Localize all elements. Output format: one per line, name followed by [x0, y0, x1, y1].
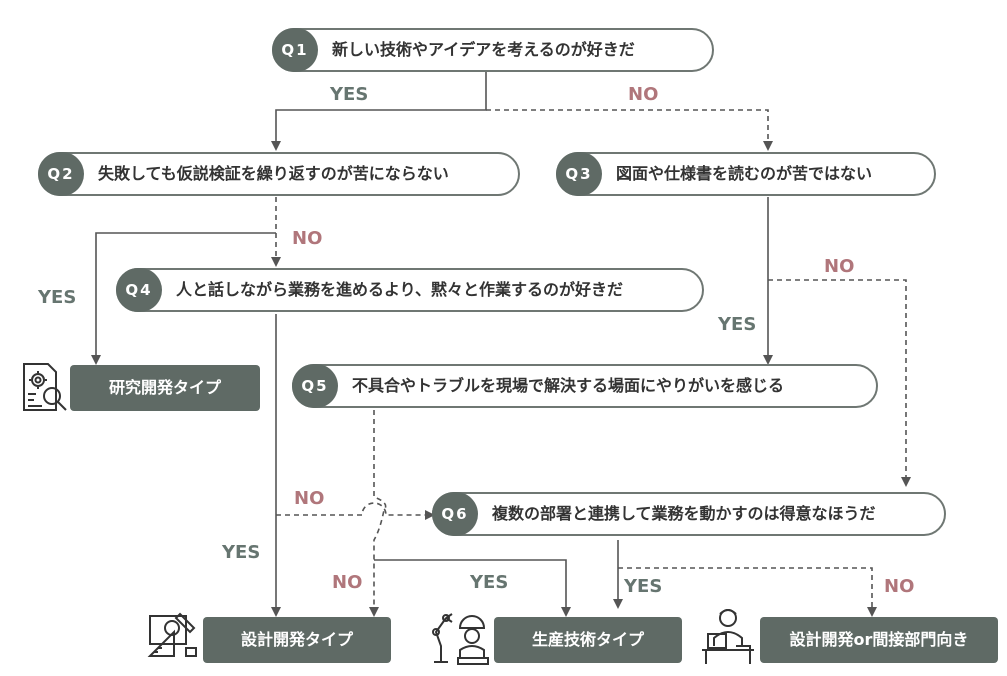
result-research: 研究開発タイプ — [70, 365, 260, 411]
label-q5-no: NO — [332, 572, 363, 593]
research-gear-magnifier-icon — [23, 363, 67, 411]
question-q6: Q6 複数の部署と連携して業務を動かすのは得意なほうだ — [432, 492, 946, 536]
label-q6-no: NO — [884, 576, 915, 597]
result-indirect: 設計開発or間接部門向き — [760, 617, 998, 663]
question-q3: Q3 図面や仕様書を読むのが苦ではない — [556, 152, 936, 196]
result-design: 設計開発タイプ — [203, 617, 391, 663]
drafting-tools-icon — [147, 612, 197, 657]
question-number: Q5 — [292, 364, 338, 408]
label-q4-yes: YES — [222, 542, 261, 563]
question-q1: Q1 新しい技術やアイデアを考えるのが好きだ — [272, 28, 714, 72]
edge-q5-no — [369, 410, 387, 617]
label-q4-no: NO — [294, 488, 325, 509]
question-number: Q6 — [432, 492, 478, 536]
robot-arm-engineer-icon — [432, 613, 489, 665]
edge-q3-no — [768, 279, 911, 487]
question-q5: Q5 不具合やトラブルを現場で解決する場面にやりがいを感じる — [292, 364, 878, 408]
edge-q1-no — [486, 109, 773, 151]
label-q5-yes: YES — [470, 572, 509, 593]
label-q3-yes: YES — [718, 314, 757, 335]
edge-q6-no — [618, 567, 877, 617]
label-q2-yes: YES — [38, 287, 77, 308]
question-text: 人と話しながら業務を進めるより、黙々と作業するのが好きだ — [176, 280, 624, 299]
office-worker-laptop-icon — [702, 609, 754, 664]
question-number: Q3 — [556, 152, 602, 196]
edge-q5-yes — [374, 559, 571, 617]
question-text: 新しい技術やアイデアを考えるのが好きだ — [332, 40, 635, 59]
label-q2-no: NO — [292, 228, 323, 249]
edge-q1-yes — [271, 72, 487, 151]
question-number: Q2 — [38, 152, 84, 196]
label-q1-no: NO — [628, 84, 659, 105]
question-text: 不具合やトラブルを現場で解決する場面にやりがいを感じる — [352, 376, 785, 395]
result-production: 生産技術タイプ — [494, 617, 682, 663]
edge-q2-yes — [91, 232, 276, 365]
question-text: 複数の部署と連携して業務を動かすのは得意なほうだ — [492, 504, 876, 523]
question-q2: Q2 失敗しても仮説検証を繰り返すのが苦にならない — [38, 152, 520, 196]
label-q3-no: NO — [824, 256, 855, 277]
question-text: 失敗しても仮説検証を繰り返すのが苦にならない — [98, 164, 449, 183]
edge-q4-no — [276, 502, 435, 520]
label-q1-yes: YES — [330, 84, 369, 105]
question-number: Q4 — [116, 268, 162, 312]
label-q6-yes: YES — [624, 576, 663, 597]
question-q4: Q4 人と話しながら業務を進めるより、黙々と作業するのが好きだ — [116, 268, 704, 312]
question-number: Q1 — [272, 28, 318, 72]
question-text: 図面や仕様書を読むのが苦ではない — [616, 164, 873, 183]
